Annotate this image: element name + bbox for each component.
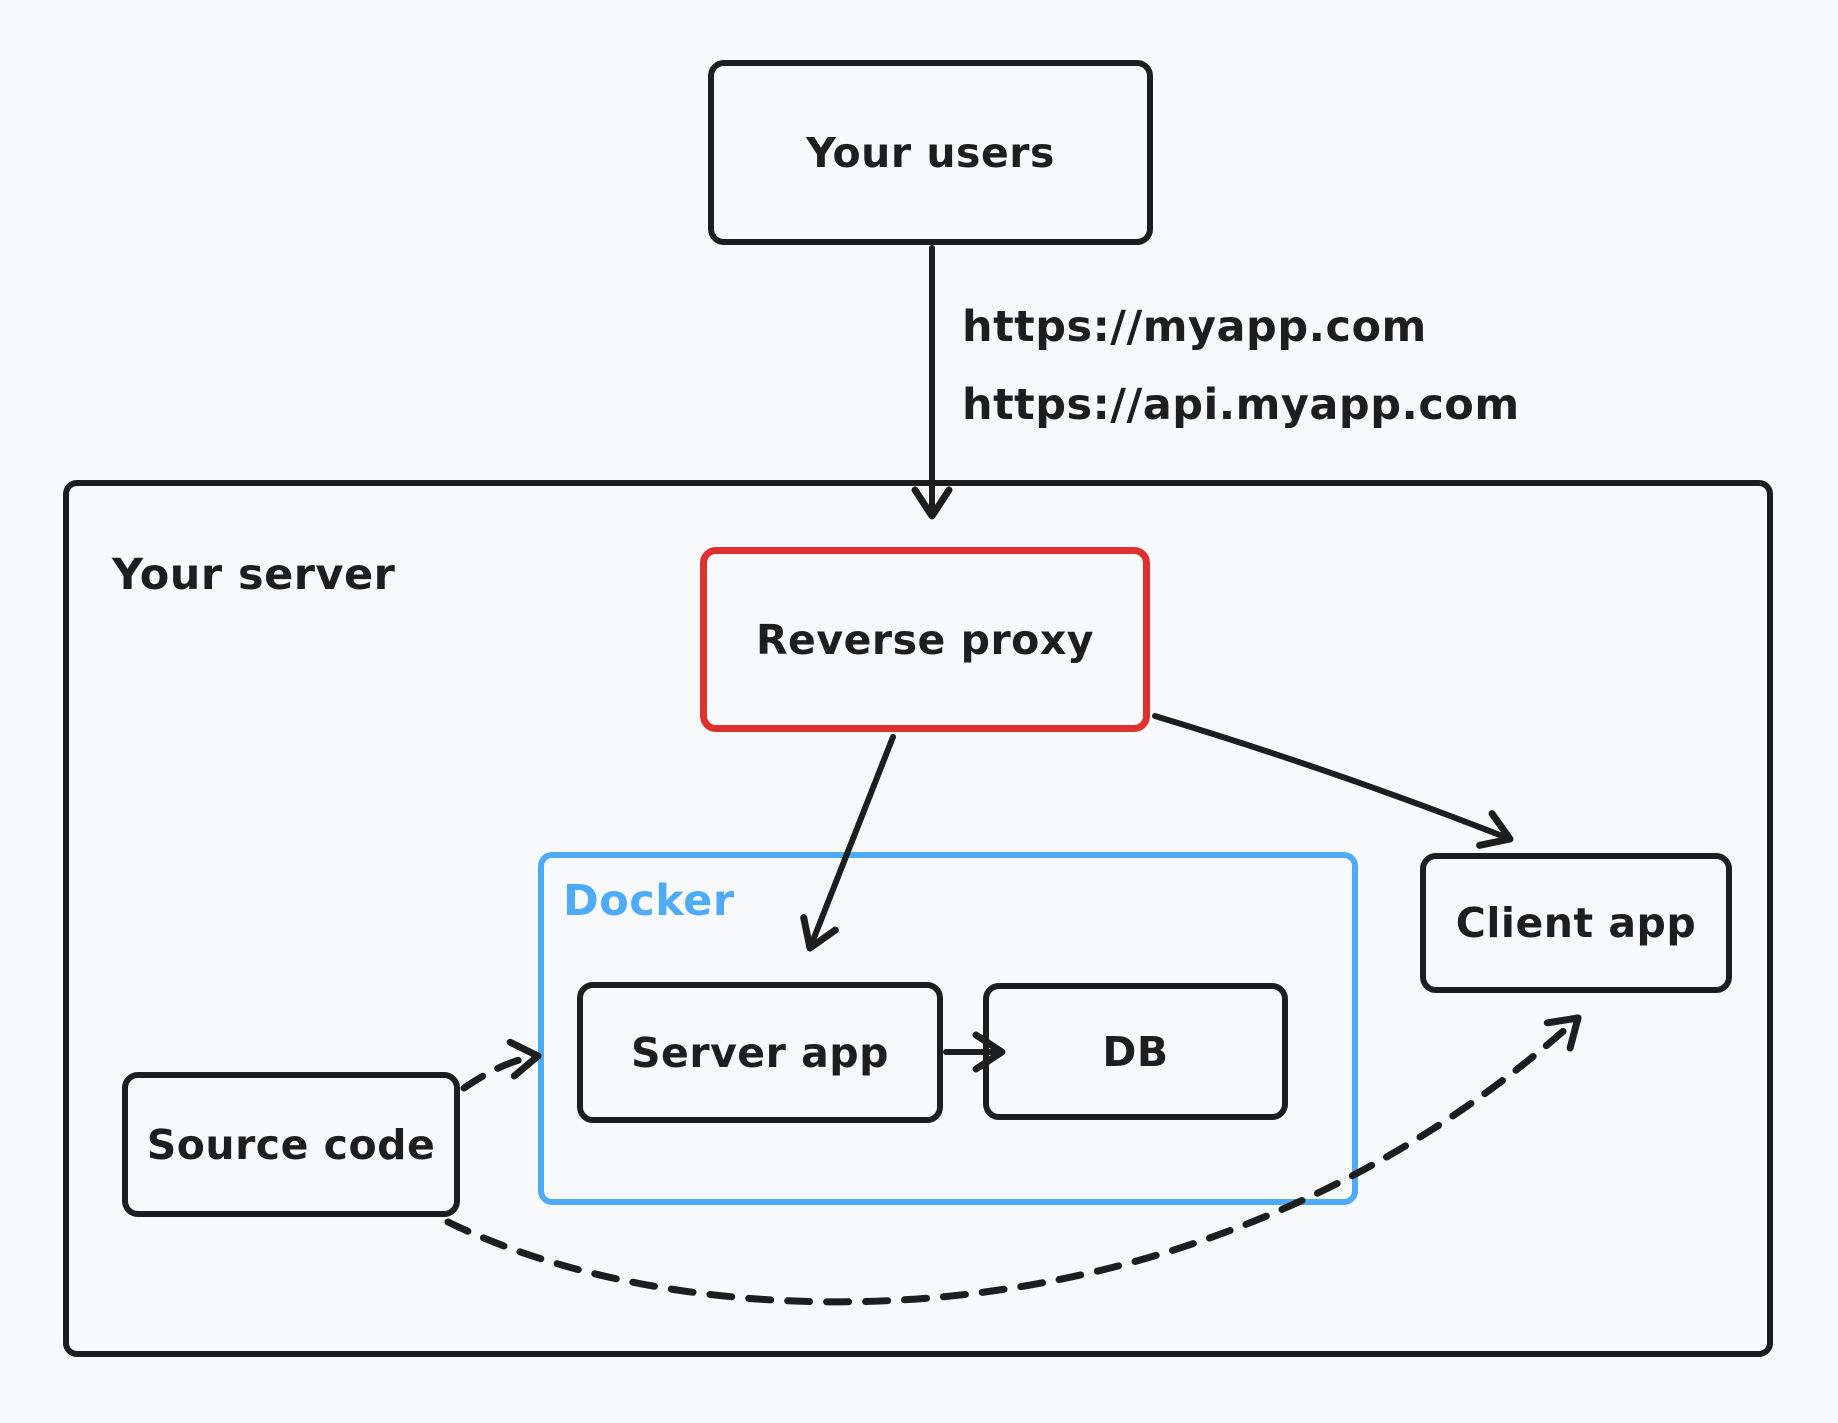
node-your-users-label: Your users	[806, 128, 1055, 177]
edge-url-label-2: https://api.myapp.com	[962, 380, 1520, 430]
node-your-users: Your users	[708, 60, 1153, 245]
container-docker	[538, 852, 1358, 1205]
edge-url-labels: https://myapp.com https://api.myapp.com	[962, 288, 1520, 444]
node-source-code-label: Source code	[146, 1120, 436, 1169]
docker-label: Docker	[563, 876, 735, 926]
container-your-server	[63, 480, 1773, 1357]
dashed-arrow-source-to-server-app	[460, 1038, 542, 1092]
node-reverse-proxy-label: Reverse proxy	[755, 615, 1095, 664]
your-server-label: Your server	[112, 550, 396, 600]
edge-url-label-1: https://myapp.com	[962, 302, 1427, 352]
dashed-arrow-source-to-client-app	[444, 1014, 1582, 1306]
node-client-app-label: Client app	[1455, 899, 1697, 947]
node-db: DB	[983, 983, 1288, 1120]
node-server-app: Server app	[577, 982, 943, 1123]
arrow-proxy-to-server-app	[800, 734, 896, 952]
node-server-app-label: Server app	[631, 1028, 889, 1077]
node-db-label: DB	[1102, 1027, 1169, 1076]
node-source-code: Source code	[122, 1072, 460, 1217]
node-reverse-proxy: Reverse proxy	[700, 547, 1150, 732]
arrow-proxy-to-client-app	[1152, 713, 1514, 849]
node-client-app: Client app	[1420, 853, 1732, 993]
